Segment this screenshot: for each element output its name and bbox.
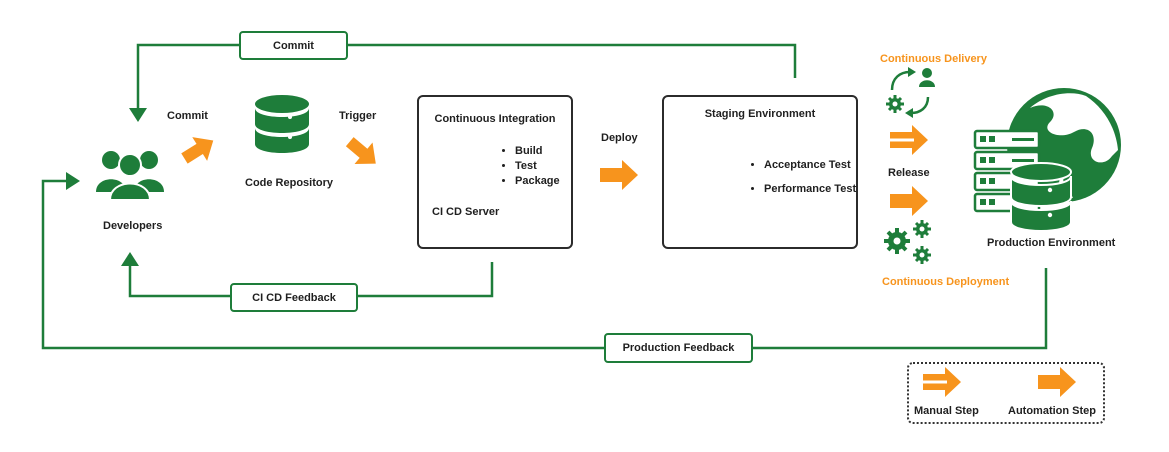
globe-server-icon [973, 88, 1121, 232]
legend-box [907, 362, 1105, 424]
deploy-arrow [600, 160, 638, 190]
production-feedback-loop-line [41, 172, 1048, 350]
database-icon [255, 95, 309, 153]
legend-automation-arrow [1038, 367, 1076, 397]
ci-cd-server-label: CI CD Server [432, 206, 500, 218]
team-icon [96, 151, 164, 201]
automation-release-arrow [890, 186, 928, 216]
continuous-integration-box: Continuous Integration Build Test Packag… [417, 95, 573, 249]
top-commit-pill: Commit [239, 31, 348, 60]
staging-test: Acceptance Test [764, 153, 856, 177]
staging-tests-list: Acceptance Test Performance Test [750, 153, 856, 201]
ci-step: Package [515, 174, 560, 189]
production-feedback-pill: Production Feedback [604, 333, 753, 363]
code-repository-label: Code Repository [245, 177, 334, 189]
staging-environment-box: Staging Environment Acceptance Test Perf… [662, 95, 858, 249]
cicd-feedback-label: CI CD Feedback [252, 291, 336, 304]
legend-manual-arrow [923, 367, 961, 397]
staging-environment-title: Staging Environment [704, 108, 816, 120]
ci-step: Test [515, 159, 560, 174]
ci-steps-list: Build Test Package [501, 144, 560, 189]
production-feedback-label: Production Feedback [622, 342, 735, 354]
continuous-delivery-label: Continuous Delivery [880, 53, 987, 65]
release-label: Release [888, 167, 930, 179]
top-commit-loop-line [129, 43, 797, 122]
gears-icon [884, 220, 931, 264]
gear-icon [886, 95, 904, 113]
continuous-integration-title: Continuous Integration [434, 113, 556, 125]
deploy-label: Deploy [601, 132, 638, 144]
commit-label: Commit [167, 110, 208, 122]
commit-arrow [181, 137, 214, 164]
cicd-feedback-pill: CI CD Feedback [230, 283, 358, 312]
legend-manual-label: Manual Step [914, 405, 979, 417]
staging-test: Performance Test [764, 177, 856, 201]
trigger-arrow [345, 137, 376, 165]
production-environment-label: Production Environment [987, 237, 1116, 249]
developers-label: Developers [103, 220, 163, 232]
delivery-flow-icon [890, 67, 935, 118]
top-commit-label: Commit [273, 39, 314, 52]
continuous-deployment-label: Continuous Deployment [882, 276, 1010, 288]
legend-automation-label: Automation Step [1008, 405, 1096, 417]
trigger-label: Trigger [339, 110, 377, 122]
manual-release-arrow [890, 125, 928, 155]
ci-step: Build [515, 144, 560, 159]
